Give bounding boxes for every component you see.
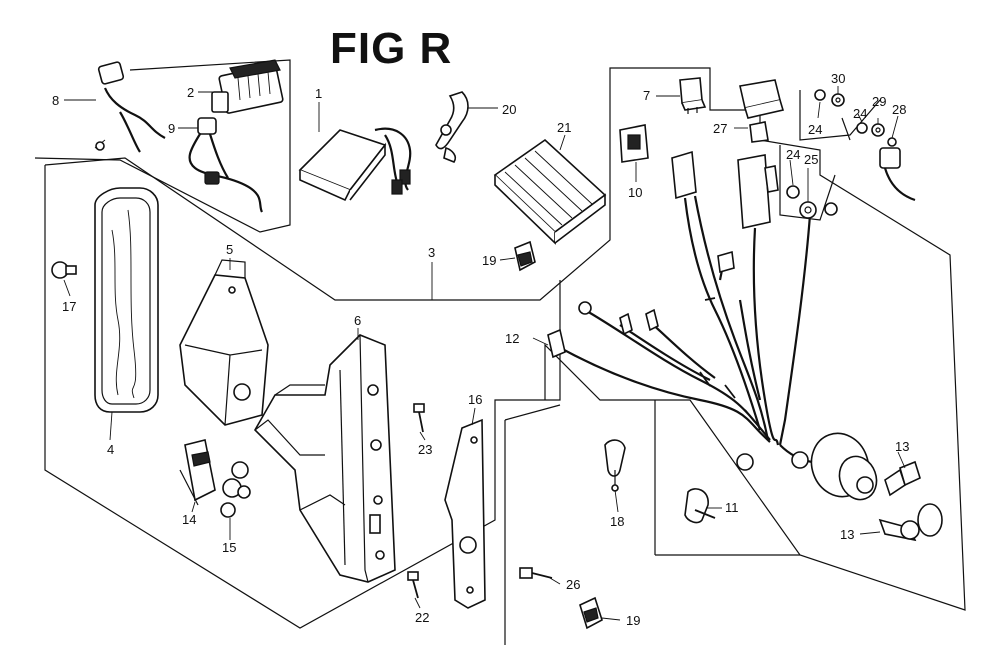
part-20-clip — [435, 91, 469, 163]
callout-4: 4 — [107, 442, 114, 457]
callout-27: 27 — [713, 121, 727, 136]
part-7-relay — [679, 77, 707, 114]
part-4-housing-cover — [94, 187, 159, 413]
callout-18: 18 — [610, 514, 624, 529]
part-6-main-panel — [254, 334, 396, 583]
part-19-clamp-lower — [579, 596, 603, 630]
part-1-control-unit — [298, 127, 412, 202]
figure-title: FIG R — [330, 24, 453, 73]
part-14-switch — [179, 439, 216, 506]
part-17-grommet — [51, 261, 77, 279]
part-2-regulator — [211, 59, 284, 114]
part-27-fuse-cover — [739, 79, 785, 143]
part-21-foam-pad — [493, 138, 607, 245]
group-outlines — [34, 59, 966, 645]
callout-19b: 19 — [626, 613, 640, 628]
part-22-bolt — [407, 571, 419, 599]
part-5-bracket — [179, 259, 269, 426]
part-30-washer — [831, 93, 845, 107]
callout-5: 5 — [226, 242, 233, 257]
part-24-nuts — [786, 89, 868, 199]
part-12-wire-harness — [547, 150, 838, 446]
part-15-knob — [220, 461, 251, 518]
callout-1: 1 — [315, 86, 322, 101]
callout-11: 11 — [725, 500, 739, 515]
part-9-connector — [188, 117, 264, 213]
callout-14: 14 — [182, 512, 196, 527]
part-10-connector — [619, 124, 649, 163]
part-key-switch — [736, 432, 878, 501]
callout-19a: 19 — [482, 253, 496, 268]
callout-3: 3 — [428, 245, 435, 260]
callout-2: 2 — [187, 85, 194, 100]
callout-10: 10 — [628, 185, 642, 200]
part-16-plate — [444, 418, 486, 609]
callout-30: 30 — [831, 71, 845, 86]
callout-24a: 24 — [808, 122, 822, 137]
part-18-clip — [604, 439, 626, 492]
part-13-keys — [878, 460, 943, 542]
callout-12: 12 — [505, 331, 519, 346]
callout-20: 20 — [502, 102, 516, 117]
part-19-clamp-upper — [514, 240, 536, 272]
callout-9: 9 — [168, 121, 175, 136]
part-11-clamp — [684, 488, 716, 524]
callout-13a: 13 — [895, 439, 909, 454]
callout-17: 17 — [62, 299, 76, 314]
callout-16: 16 — [468, 392, 482, 407]
callout-24c: 24 — [786, 147, 800, 162]
part-29-washer — [871, 123, 885, 137]
callout-28: 28 — [892, 102, 906, 117]
part-23-bolt — [413, 403, 425, 433]
callout-8: 8 — [52, 93, 59, 108]
callout-25: 25 — [804, 152, 818, 167]
callout-15: 15 — [222, 540, 236, 555]
callout-24b: 24 — [853, 106, 867, 121]
callout-13b: 13 — [840, 527, 854, 542]
part-25-washer — [799, 201, 817, 219]
part-26-bolt — [519, 567, 553, 579]
callout-21: 21 — [557, 120, 571, 135]
callout-23: 23 — [418, 442, 432, 457]
callout-labels: 1 2 3 4 5 6 7 8 9 10 11 12 13 13 14 15 1… — [52, 71, 909, 628]
callout-26: 26 — [566, 577, 580, 592]
part-8-sensor-wire — [94, 61, 166, 153]
part-28-clip — [879, 137, 916, 202]
callout-29: 29 — [872, 94, 886, 109]
callout-22: 22 — [415, 610, 429, 625]
callout-6: 6 — [354, 313, 361, 328]
callout-7: 7 — [643, 88, 650, 103]
leader-lines — [63, 86, 906, 621]
